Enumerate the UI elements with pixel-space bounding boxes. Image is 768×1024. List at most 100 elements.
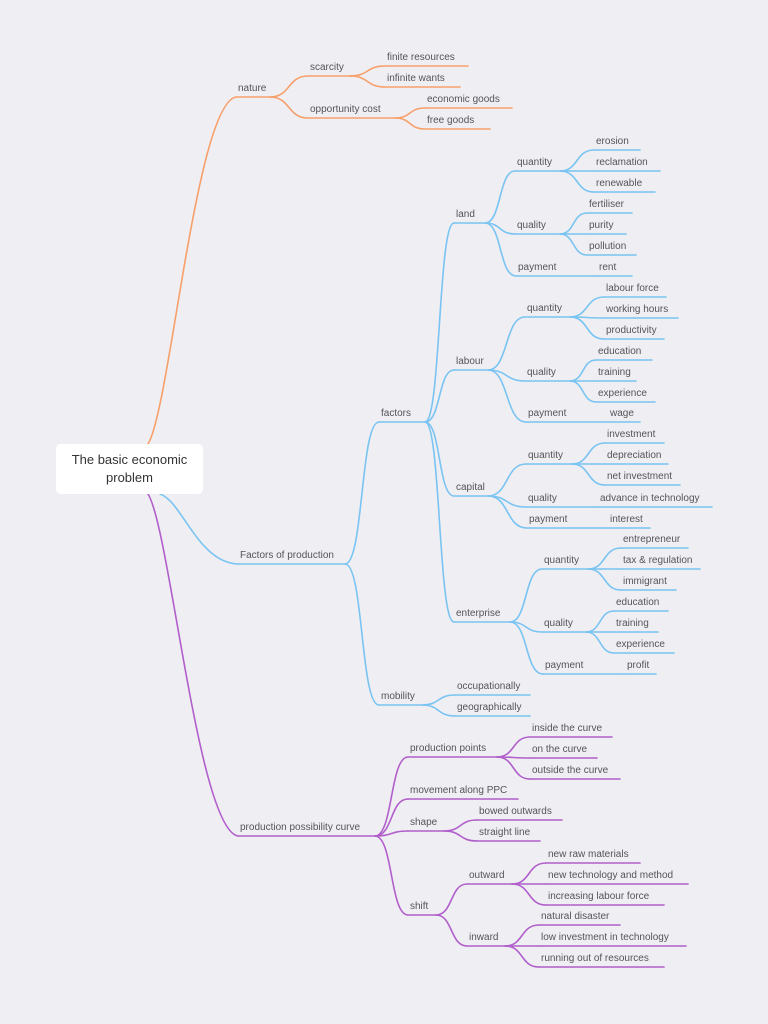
node-b0c0a[interactable]: finite resources bbox=[387, 52, 455, 63]
node-pi2[interactable]: low investment in technology bbox=[541, 932, 669, 943]
node-fbu3[interactable]: experience bbox=[598, 388, 647, 399]
node-flq[interactable]: quantity bbox=[517, 157, 553, 168]
pp-connector bbox=[374, 756, 409, 837]
root-topic-label: The basic economic problem bbox=[71, 452, 188, 485]
po1-connector bbox=[511, 862, 547, 885]
pi3-connector bbox=[504, 945, 540, 968]
node-fl[interactable]: land bbox=[456, 209, 475, 220]
node-fbu2[interactable]: training bbox=[598, 367, 631, 378]
pi1-connector bbox=[504, 924, 540, 947]
node-b2[interactable]: production possibility curve bbox=[240, 822, 361, 833]
node-feu1[interactable]: education bbox=[616, 597, 660, 608]
node-fbu1[interactable]: education bbox=[598, 346, 642, 357]
node-fc[interactable]: capital bbox=[456, 482, 485, 493]
node-pi1[interactable]: natural disaster bbox=[541, 911, 610, 922]
node-fcu1[interactable]: advance in technology bbox=[600, 493, 700, 504]
node-po3[interactable]: increasing labour force bbox=[548, 891, 650, 902]
node-pi3[interactable]: running out of resources bbox=[541, 953, 649, 964]
node-flu[interactable]: quality bbox=[517, 220, 546, 231]
node-b1[interactable]: Factors of production bbox=[240, 550, 334, 561]
node-feu3[interactable]: experience bbox=[616, 639, 665, 650]
node-flp1[interactable]: rent bbox=[599, 262, 617, 273]
node-fbu[interactable]: quality bbox=[527, 367, 556, 378]
fe-connector bbox=[424, 421, 455, 623]
f-connector bbox=[344, 421, 380, 565]
fc-connector bbox=[424, 421, 455, 497]
node-b0c1b[interactable]: free goods bbox=[427, 115, 475, 126]
node-b0c0[interactable]: scarcity bbox=[310, 62, 344, 73]
b0c0-connector bbox=[269, 75, 309, 98]
fbu3-connector bbox=[569, 380, 597, 403]
node-ps1[interactable]: bowed outwards bbox=[479, 806, 552, 817]
node-flu2[interactable]: purity bbox=[589, 220, 614, 231]
ps-connector bbox=[374, 830, 409, 837]
node-fbq[interactable]: quantity bbox=[527, 303, 563, 314]
node-po1[interactable]: new raw materials bbox=[548, 849, 629, 860]
fbq-connector bbox=[487, 316, 526, 371]
node-ps[interactable]: shape bbox=[410, 817, 438, 828]
m-connector bbox=[344, 563, 380, 706]
node-flq3[interactable]: renewable bbox=[596, 178, 643, 189]
node-flq2[interactable]: reclamation bbox=[596, 157, 648, 168]
node-feu[interactable]: quality bbox=[544, 618, 573, 629]
node-fbp1[interactable]: wage bbox=[610, 408, 634, 419]
node-fcu[interactable]: quality bbox=[528, 493, 557, 504]
b0c0a-connector bbox=[349, 65, 386, 77]
node-fbp[interactable]: payment bbox=[528, 408, 567, 419]
flq3-connector bbox=[559, 170, 595, 193]
node-b0c1[interactable]: opportunity cost bbox=[310, 104, 381, 115]
fb-connector bbox=[424, 369, 455, 423]
node-pf[interactable]: shift bbox=[410, 901, 429, 912]
node-pm[interactable]: movement along PPC bbox=[410, 785, 508, 796]
node-po[interactable]: outward bbox=[469, 870, 505, 881]
node-fcq1[interactable]: investment bbox=[607, 429, 656, 440]
node-po2[interactable]: new technology and method bbox=[548, 870, 674, 881]
node-feq3[interactable]: immigrant bbox=[623, 576, 667, 587]
node-fcq2[interactable]: depreciation bbox=[607, 450, 662, 461]
node-flu3[interactable]: pollution bbox=[589, 241, 627, 252]
ps1-connector bbox=[443, 819, 478, 832]
node-feq1[interactable]: entrepreneur bbox=[623, 534, 681, 545]
node-feq2[interactable]: tax & regulation bbox=[623, 555, 693, 566]
node-b0c0b[interactable]: infinite wants bbox=[387, 73, 445, 84]
node-fbq2[interactable]: working hours bbox=[606, 304, 669, 315]
fcq1-connector bbox=[571, 442, 606, 465]
node-flp[interactable]: payment bbox=[518, 262, 557, 273]
b0c1a-connector bbox=[394, 107, 426, 119]
node-fb[interactable]: labour bbox=[456, 356, 484, 367]
node-m[interactable]: mobility bbox=[381, 691, 415, 702]
pp3-connector bbox=[496, 756, 531, 780]
node-pp[interactable]: production points bbox=[410, 743, 487, 754]
node-fcp1[interactable]: interest bbox=[610, 514, 643, 525]
node-ps2[interactable]: straight line bbox=[479, 827, 531, 838]
node-pi[interactable]: inward bbox=[469, 932, 499, 943]
node-fcp[interactable]: payment bbox=[529, 514, 568, 525]
node-fbq3[interactable]: productivity bbox=[606, 325, 657, 336]
flu1-connector bbox=[559, 212, 588, 235]
node-flu1[interactable]: fertiliser bbox=[589, 199, 625, 210]
m2-connector bbox=[421, 704, 456, 717]
pm-connector bbox=[374, 798, 409, 837]
node-fcq[interactable]: quantity bbox=[528, 450, 564, 461]
node-feq[interactable]: quantity bbox=[544, 555, 580, 566]
node-b0[interactable]: nature bbox=[238, 83, 267, 94]
feq3-connector bbox=[587, 568, 622, 591]
node-pp1[interactable]: inside the curve bbox=[532, 723, 603, 734]
node-fe[interactable]: enterprise bbox=[456, 608, 501, 619]
node-b0c1a[interactable]: economic goods bbox=[427, 94, 500, 105]
node-fep[interactable]: payment bbox=[545, 660, 584, 671]
root-topic[interactable]: The basic economic problem bbox=[56, 444, 203, 494]
node-feu2[interactable]: training bbox=[616, 618, 649, 629]
node-pp2[interactable]: on the curve bbox=[532, 744, 588, 755]
m1-connector bbox=[421, 694, 456, 706]
node-pp3[interactable]: outside the curve bbox=[532, 765, 609, 776]
node-fcq3[interactable]: net investment bbox=[607, 471, 673, 482]
node-m2[interactable]: geographically bbox=[457, 702, 522, 713]
node-fbq1[interactable]: labour force bbox=[606, 283, 659, 294]
node-fep1[interactable]: profit bbox=[627, 660, 650, 671]
node-f[interactable]: factors bbox=[381, 408, 412, 419]
node-m1[interactable]: occupationally bbox=[457, 681, 521, 692]
fbq1-connector bbox=[569, 296, 605, 318]
node-flq1[interactable]: erosion bbox=[596, 136, 629, 147]
b0c0b-connector bbox=[349, 75, 386, 88]
